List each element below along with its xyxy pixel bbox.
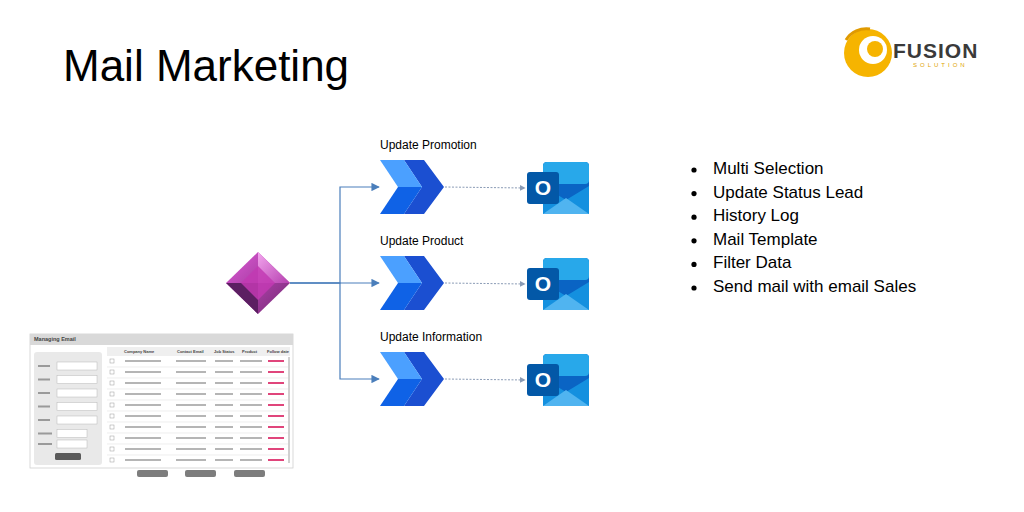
bullet-dots [691,167,696,290]
slide-title: Mail Marketing [63,42,349,90]
mail-node: O [527,256,591,312]
logo-wordmark: FUSION [893,39,978,62]
mail-node: O [527,160,591,216]
flow-node: Update Information [380,352,444,406]
bullet-item: Send mail with email Sales [713,278,916,297]
bullet-item: Update Status Lead [713,184,863,203]
icon-letter: O [527,172,559,204]
bullet-item: Multi Selection [713,160,824,179]
flow-label: Update Information [380,331,482,344]
bullet-item: Filter Data [713,254,791,273]
power-automate-icon [380,160,444,214]
flow-node: Update Promotion [380,160,444,214]
app-node [226,252,290,314]
branch-arrow [290,187,379,283]
send-arrow [445,379,525,380]
table-header: Company Name [124,350,154,354]
mail-node: O [527,352,591,408]
send-arrow [445,283,525,284]
send-arrow [445,187,525,188]
flow-label: Update Product [380,235,463,248]
icon-letter: O [527,364,559,396]
power-automate-icon [380,256,444,310]
app-screenshot [30,334,293,477]
power-apps-icon [226,252,290,314]
logo-mark [844,29,892,77]
logo-subtitle: SOLUTION [913,62,968,69]
branch-arrow [290,283,379,379]
table-header: Follow date [267,350,289,354]
flow-node: Update Product [380,256,444,310]
screen-title: Managing Email [34,336,76,342]
table-header: Job Status [214,350,234,354]
flow-label: Update Promotion [380,139,477,152]
table-header: Contact Email [177,350,204,354]
power-automate-icon [380,352,444,406]
icon-letter: O [527,268,559,300]
table-header: Product [242,350,257,354]
bullet-item: History Log [713,207,799,226]
bullet-item: Mail Template [713,231,818,250]
